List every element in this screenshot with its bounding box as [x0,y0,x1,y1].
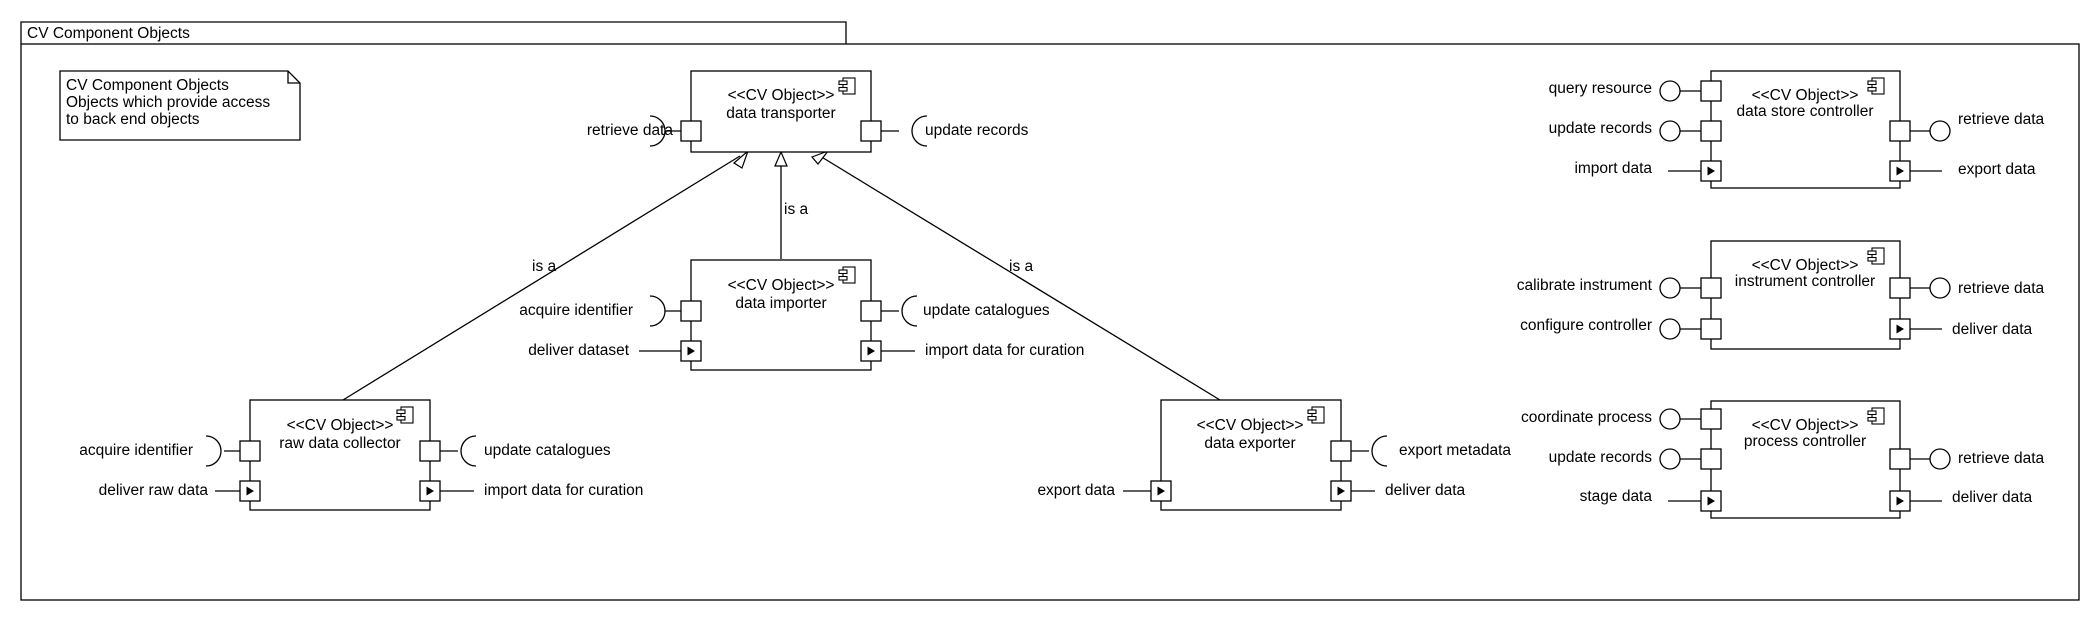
provided-interface-lollipop [1659,448,1681,470]
port-label-acquire-identifier: acquire identifier [519,302,633,319]
note: CV Component Objects Objects which provi… [59,70,301,141]
port-label-deliver-data: deliver data [1385,482,1466,499]
port[interactable] [1889,277,1911,299]
provided-interface-lollipop [1929,120,1951,142]
port-label-coordinate-process: coordinate process [1521,409,1652,426]
is-a-label: is a [784,201,809,218]
is-a-label: is a [1009,258,1034,275]
port[interactable] [1700,448,1722,470]
stereotype-label: <<CV Object>> [1197,417,1304,434]
port-label-retrieve-data: retrieve data [587,122,674,139]
stereotype-label: <<CV Object>> [1752,87,1859,104]
provided-interface-lollipop [1659,408,1681,430]
port[interactable] [1889,448,1911,470]
port-label-export-metadata: export metadata [1399,442,1511,459]
generalization-arrowhead [774,150,788,167]
edge-exporter-isa [819,155,1221,401]
port-label-update-records: update records [925,122,1029,139]
port-label-update-catalogues: update catalogues [484,442,611,459]
port[interactable] [860,300,882,322]
port[interactable] [680,120,702,142]
port-label-configure-controller: configure controller [1520,317,1652,334]
component-process-controller[interactable]: <<CV Object>> process controller coordin… [1521,400,2045,519]
port-label-stage-data: stage data [1580,488,1653,505]
port-label-calibrate-instrument: calibrate instrument [1517,277,1653,294]
port[interactable] [860,120,882,142]
port[interactable] [1330,440,1352,462]
port[interactable] [1700,80,1722,102]
required-interface-socket [1351,435,1388,467]
port[interactable] [1700,277,1722,299]
component-name: data importer [735,295,826,312]
frame-title: CV Component Objects [27,25,190,42]
component-name: data exporter [1204,435,1295,452]
port[interactable] [419,440,441,462]
port-label-retrieve-data: retrieve data [1958,111,2045,128]
port-label-deliver-dataset: deliver dataset [528,342,630,359]
port[interactable] [1700,408,1722,430]
provided-interface-lollipop [1659,318,1681,340]
port[interactable] [1700,318,1722,340]
provided-interface-lollipop [1659,120,1681,142]
component-instrument-controller[interactable]: <<CV Object>> instrument controller cali… [1517,240,2045,350]
port-label-acquire-identifier: acquire identifier [79,442,193,459]
component-name: process controller [1744,433,1866,450]
edge-collector-isa [342,155,741,401]
is-a-label: is a [532,258,557,275]
provided-interface-lollipop [1929,277,1951,299]
component-raw-data-collector[interactable]: <<CV Object>> raw data collector acquire… [79,399,643,511]
port[interactable] [680,300,702,322]
port[interactable] [1889,120,1911,142]
port-label-retrieve-data: retrieve data [1958,280,2045,297]
generalization-arrowhead [810,149,830,165]
component-data-transporter[interactable]: <<CV Object>> data transporter retrieve … [587,70,1029,153]
stereotype-label: <<CV Object>> [287,417,394,434]
required-interface-socket [440,435,477,467]
port[interactable] [1700,120,1722,142]
note-line-1: CV Component Objects [66,77,229,94]
provided-interface-lollipop [1659,80,1681,102]
port-label-export-data: export data [1958,161,2036,178]
component-name: raw data collector [279,435,400,452]
generalization-arrowhead [732,149,750,169]
required-interface-socket [881,295,918,327]
stereotype-label: <<CV Object>> [728,87,835,104]
port-label-retrieve-data: retrieve data [1958,450,2045,467]
component-data-store-controller[interactable]: <<CV Object>> data store controller quer… [1549,70,2045,189]
stereotype-label: <<CV Object>> [1752,417,1859,434]
component-data-importer[interactable]: <<CV Object>> data importer acquire iden… [519,259,1084,371]
stereotype-label: <<CV Object>> [728,277,835,294]
required-interface-socket [649,295,681,327]
component-data-exporter[interactable]: <<CV Object>> data exporter export data … [1037,399,1511,511]
port-label-deliver-raw-data: deliver raw data [99,482,209,499]
port-label-update-catalogues: update catalogues [923,302,1050,319]
port-label-update-records: update records [1549,449,1653,466]
stereotype-label: <<CV Object>> [1752,257,1859,274]
port-label-query-resource: query resource [1549,80,1652,97]
required-interface-socket [205,435,240,467]
note-line-3: to back end objects [66,111,200,128]
required-interface-socket [649,115,681,147]
port-label-deliver-data: deliver data [1952,489,2033,506]
provided-interface-lollipop [1659,277,1681,299]
provided-interface-lollipop [1929,448,1951,470]
component-name: data store controller [1737,103,1874,120]
port-label-update-records: update records [1549,120,1653,137]
port-label-import-for-curation: import data for curation [484,482,643,499]
component-name: instrument controller [1735,273,1875,290]
generalization-edges: is a is a is a [342,149,1221,401]
port-label-import-data: import data [1574,160,1652,177]
component-name: data transporter [726,105,835,122]
port-label-export-data: export data [1037,482,1115,499]
note-line-2: Objects which provide access [66,94,270,111]
port-label-import-for-curation: import data for curation [925,342,1084,359]
port-label-deliver-data: deliver data [1952,321,2033,338]
required-interface-socket [881,115,928,147]
port[interactable] [239,440,261,462]
